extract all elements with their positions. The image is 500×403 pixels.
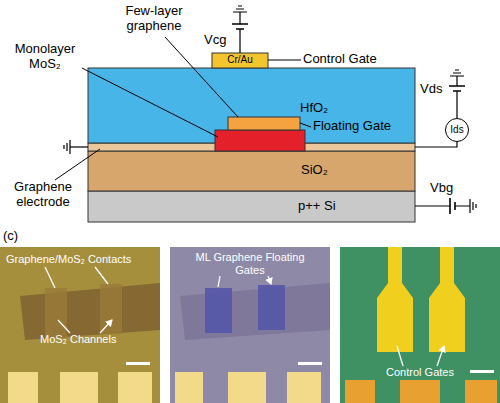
micrograph-3 <box>340 247 500 403</box>
leader-line <box>300 123 311 127</box>
pointer-arrows <box>45 267 112 333</box>
pointer-arrows <box>397 346 444 366</box>
micrograph-background <box>340 247 500 403</box>
scale-bar <box>126 362 150 365</box>
node-text: SiO₂ <box>301 163 361 178</box>
vcg-battery <box>232 24 248 29</box>
panel-letter: (c) <box>3 229 33 244</box>
node-text: MoS₂ Channels <box>40 333 150 346</box>
vds-battery <box>449 86 465 91</box>
electrode-wire <box>70 146 88 147</box>
metal-pad <box>345 380 375 403</box>
graphene-contact <box>100 284 122 334</box>
ground-symbol <box>450 70 464 76</box>
micrograph-panel: Graphene/MoS₂ ContactsMoS₂ Channels <box>0 247 160 403</box>
node-text: Cr/Au <box>212 54 268 66</box>
sio2-layer-fill <box>88 151 415 191</box>
circuit-wires <box>64 6 476 214</box>
metal-pad <box>175 372 203 403</box>
metal-pad <box>8 372 38 403</box>
vbg-battery <box>450 198 455 214</box>
control-gate-electrode <box>429 247 465 352</box>
node-text: p++ Si <box>298 199 368 214</box>
metal-pad <box>228 372 266 403</box>
micrograph-2 <box>170 247 330 403</box>
node-text: Ids <box>446 124 468 136</box>
node-text: ML Graphene Floating Gates <box>195 251 305 276</box>
leader-line <box>55 149 100 180</box>
floating-gate <box>228 117 300 130</box>
leader-line <box>82 68 218 137</box>
ground-symbol <box>470 199 476 213</box>
layer-label: Graphene electrode <box>4 180 82 210</box>
leader-line <box>165 37 238 117</box>
micrograph-panel: ML Graphene Floating Gates <box>170 247 330 403</box>
metal-pad <box>465 380 497 403</box>
layer-label: Few-layer graphene <box>118 4 190 34</box>
node-text: Control Gates <box>365 366 475 379</box>
voltage-label: Vbg <box>430 181 460 196</box>
layer-label: Monolayer MoS₂ <box>4 42 86 72</box>
node-text: Graphene/MoS₂ Contacts <box>6 253 158 266</box>
vcg-wire <box>239 12 240 53</box>
ground-symbol <box>64 140 70 154</box>
node-text: HfO₂ <box>300 101 360 116</box>
graphene-contact <box>45 288 67 338</box>
micrograph-background <box>170 247 330 403</box>
metal-pad <box>60 372 98 403</box>
voltage-label: Vcg <box>204 33 232 48</box>
floating-gate-patch <box>258 285 285 330</box>
floating-gate-patch <box>205 288 232 333</box>
voltage-label: Vds <box>420 82 450 97</box>
vbg-wire <box>415 205 470 206</box>
leader-lines <box>55 37 311 180</box>
micrograph-panel: Control Gates <box>340 247 500 403</box>
ground-symbol <box>233 6 247 12</box>
micrograph-background <box>0 247 160 403</box>
control-gate-electrode <box>377 247 413 352</box>
scale-bar <box>470 370 494 373</box>
metal-pad <box>400 380 440 403</box>
mos2-flake <box>180 283 330 340</box>
p-si-substrate <box>88 191 415 222</box>
micrograph-1 <box>0 247 160 403</box>
current-meter: Ids <box>445 118 469 142</box>
mos2-flake <box>20 283 160 340</box>
mos2-channel <box>215 130 305 151</box>
scale-bar <box>298 362 322 365</box>
metal-pad <box>118 372 152 403</box>
sio2-layer: SiO₂ <box>88 151 415 191</box>
layer-label: Control Gate <box>303 52 393 67</box>
leader-line <box>268 60 301 61</box>
layer-label: Floating Gate <box>313 119 403 134</box>
pointer-arrows <box>218 276 271 287</box>
control-gate-fill <box>212 53 268 68</box>
control-gate-box: Cr/Au <box>212 53 268 68</box>
silicon-substrate: p++ Si <box>88 191 415 222</box>
cross-section-layers <box>88 53 415 222</box>
metal-pad <box>287 372 321 403</box>
